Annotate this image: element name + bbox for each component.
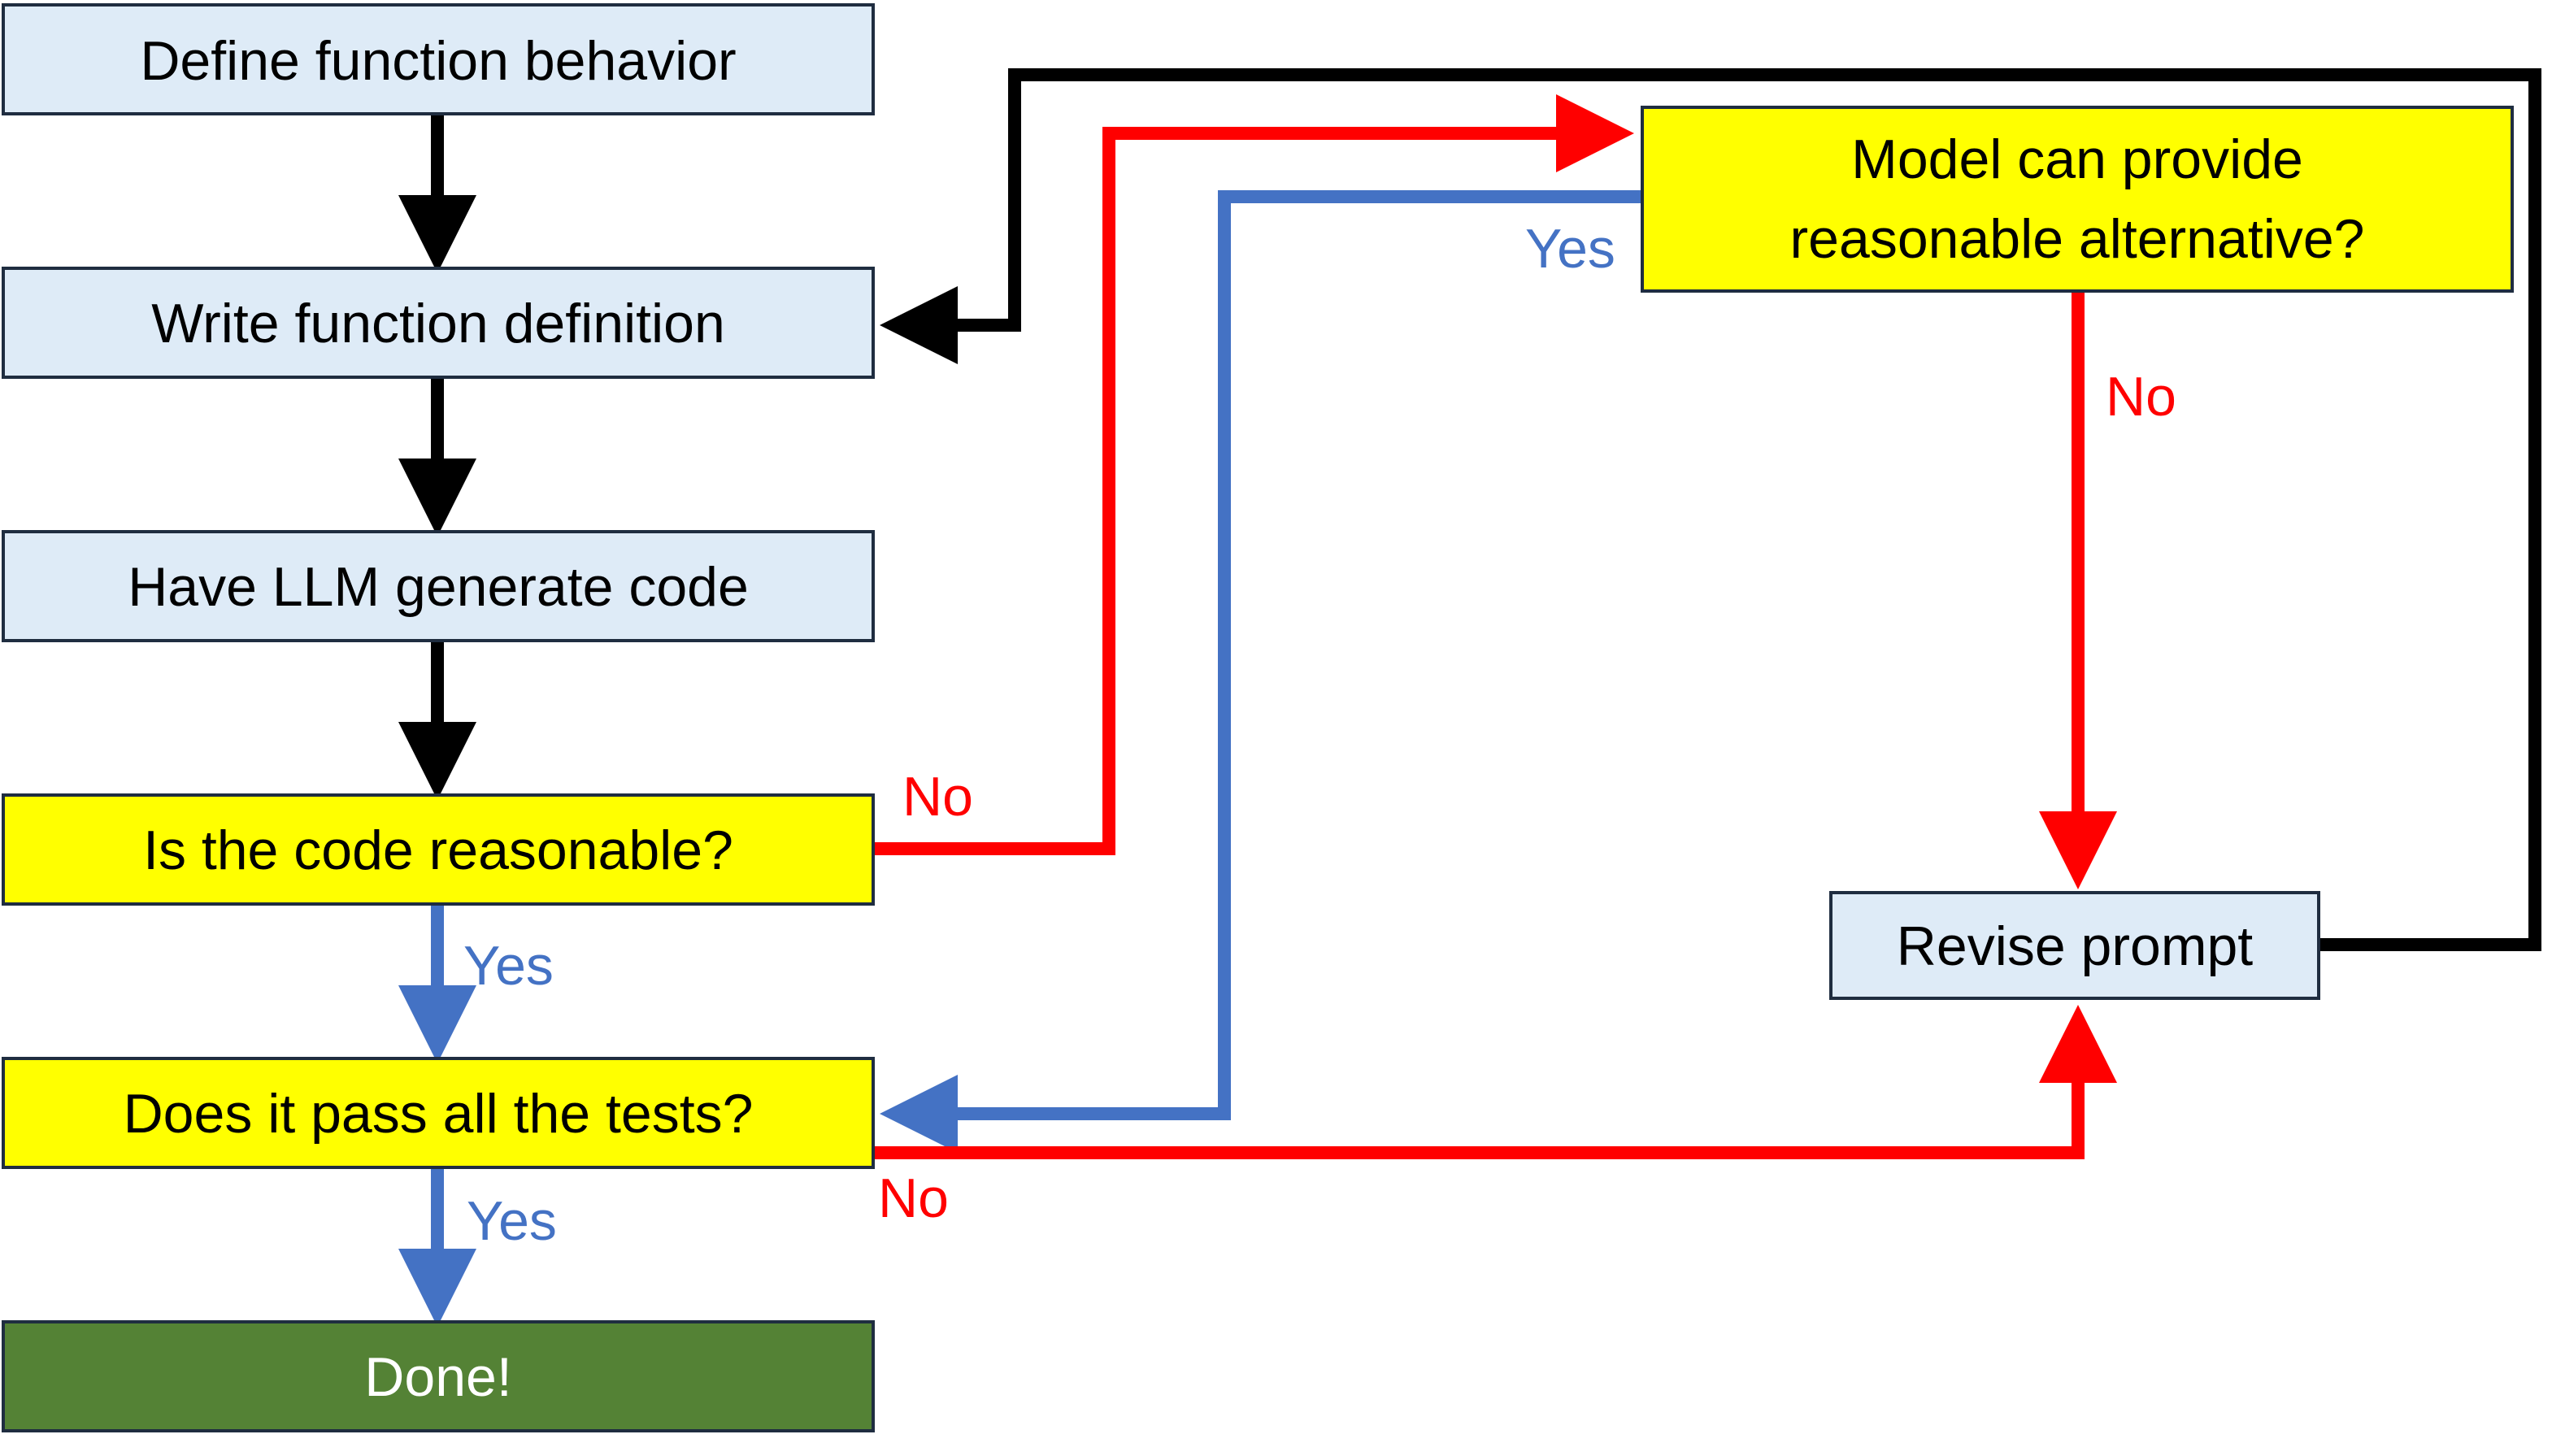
node-write-label: Write function definition xyxy=(151,293,725,354)
label-tests-no: No xyxy=(878,1167,949,1229)
node-alternative-label-line2: reasonable alternative? xyxy=(1790,208,2365,270)
label-tests-yes: Yes xyxy=(467,1190,557,1252)
label-alternative-yes: Yes xyxy=(1525,218,1615,280)
node-reasonable-box xyxy=(2,793,875,906)
node-alternative: Model can provide reasonable alternative… xyxy=(1641,106,2514,293)
node-write: Write function definition xyxy=(2,267,875,379)
node-generate-box xyxy=(2,530,875,642)
node-write-box xyxy=(2,267,875,379)
node-define: Define function behavior xyxy=(2,3,875,115)
node-reasonable-label: Is the code reasonable? xyxy=(143,819,733,881)
label-reasonable-no: No xyxy=(902,766,973,828)
node-done-label: Done! xyxy=(364,1346,511,1408)
label-alternative-no: No xyxy=(2106,366,2176,428)
arrow-reasonable-no-to-alternative xyxy=(873,94,1634,855)
node-tests: Does it pass all the tests? xyxy=(2,1057,875,1169)
node-define-box xyxy=(2,3,875,115)
node-alternative-label-line1: Model can provide xyxy=(1851,128,2303,190)
node-generate: Have LLM generate code xyxy=(2,530,875,642)
node-done-box xyxy=(2,1320,875,1432)
node-define-label: Define function behavior xyxy=(140,30,736,92)
node-tests-box xyxy=(2,1057,875,1169)
arrow-revise-to-write xyxy=(880,68,2541,951)
arrow-tests-no-to-revise xyxy=(873,1005,2117,1159)
arrow-alternative-yes-to-tests xyxy=(880,190,1642,1153)
node-alternative-box xyxy=(1641,106,2514,293)
node-revise-box xyxy=(1829,891,2320,1000)
node-revise: Revise prompt xyxy=(1829,891,2320,1000)
node-revise-label: Revise prompt xyxy=(1897,915,2253,977)
node-tests-label: Does it pass all the tests? xyxy=(124,1083,754,1145)
node-reasonable: Is the code reasonable? xyxy=(2,793,875,906)
label-reasonable-yes: Yes xyxy=(463,935,554,997)
node-generate-label: Have LLM generate code xyxy=(128,556,749,618)
node-done: Done! xyxy=(2,1320,875,1432)
